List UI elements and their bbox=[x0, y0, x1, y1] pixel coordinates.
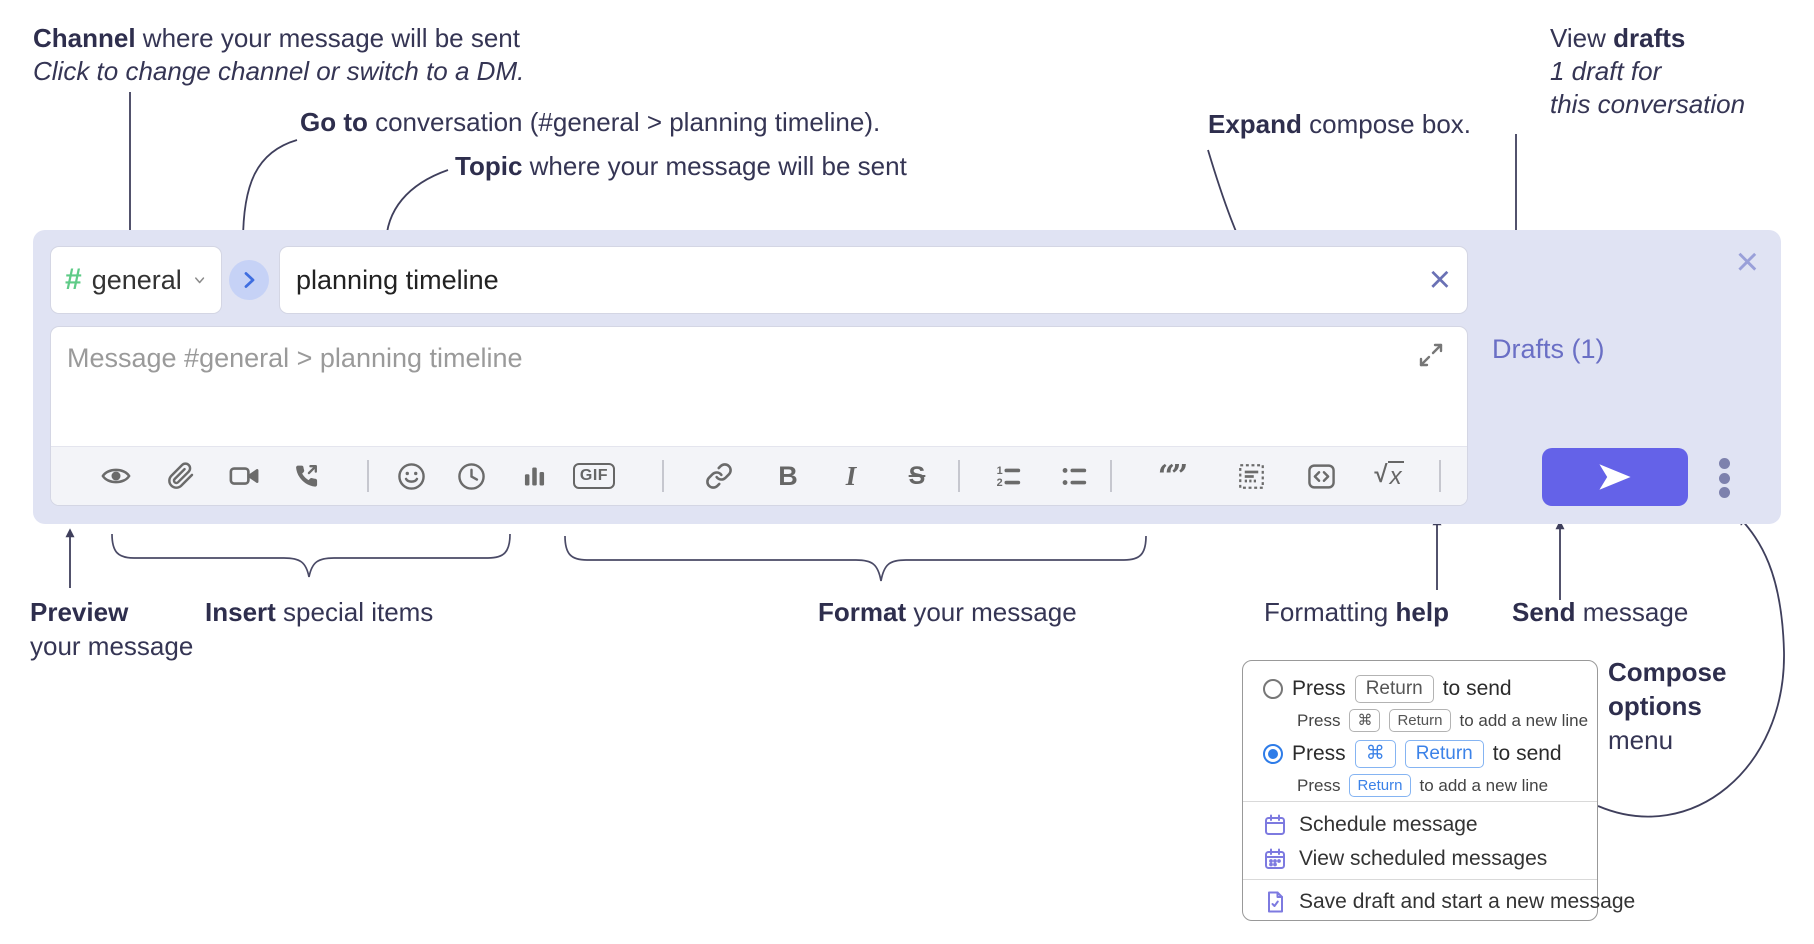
toolbar-divider bbox=[1439, 460, 1441, 492]
compose-box: # general planning timeline × × Drafts (… bbox=[33, 230, 1781, 524]
close-compose-icon[interactable]: × bbox=[1735, 240, 1759, 284]
toolbar-divider bbox=[367, 460, 369, 492]
math-icon[interactable]: √x bbox=[1374, 461, 1404, 490]
goto-conversation-button[interactable] bbox=[229, 260, 269, 300]
toolbar-divider bbox=[662, 460, 664, 492]
calendar-icon bbox=[1265, 814, 1285, 835]
compose-options-menu-icon[interactable] bbox=[1712, 458, 1736, 498]
spoiler-icon[interactable] bbox=[1229, 448, 1273, 504]
quote-icon[interactable]: “” bbox=[1157, 458, 1188, 494]
video-call-icon[interactable] bbox=[222, 448, 266, 504]
key-return: Return bbox=[1354, 675, 1434, 703]
menu-item-schedule-message[interactable]: Schedule message bbox=[1263, 813, 1478, 837]
annotation-preview: Preview bbox=[30, 597, 129, 627]
message-box[interactable]: Message #general > planning timeline bbox=[50, 326, 1468, 506]
message-placeholder: Message #general > planning timeline bbox=[67, 343, 523, 373]
annotation-compose-options-line2: options bbox=[1608, 691, 1702, 721]
chevron-right-icon bbox=[244, 272, 255, 288]
voice-call-icon[interactable] bbox=[284, 448, 328, 504]
annotation-channel-line2: Click to change channel or switch to a D… bbox=[33, 56, 525, 86]
popup-divider bbox=[1243, 801, 1597, 802]
radio-selected[interactable] bbox=[1263, 744, 1283, 764]
expand-compose-icon[interactable] bbox=[1417, 341, 1445, 369]
option1-subtext: Press ⌘ Return to add a new line bbox=[1297, 709, 1588, 732]
message-formatting-help-icon[interactable]: ? bbox=[1459, 448, 1467, 504]
menu-item-save-draft[interactable]: Save draft and start a new message bbox=[1263, 890, 1635, 914]
radio-unselected[interactable] bbox=[1263, 679, 1283, 699]
arrow-goto bbox=[238, 139, 298, 245]
annotation-compose-options-line3: menu bbox=[1608, 725, 1674, 755]
annotation-channel: Channel where your message will be sent bbox=[33, 23, 520, 53]
annotation-expand: Expand compose box. bbox=[1208, 109, 1472, 139]
bold-icon[interactable]: B bbox=[778, 460, 798, 491]
bulleted-list-icon[interactable] bbox=[1051, 448, 1095, 504]
calendar-grid-icon bbox=[1265, 848, 1285, 869]
option-press-cmd-return-to-send[interactable]: Press ⌘ Return to send bbox=[1263, 740, 1562, 768]
annotation-goto: Go to conversation (#general > planning … bbox=[300, 107, 881, 137]
svg-text:1: 1 bbox=[996, 465, 1002, 477]
topic-value: planning timeline bbox=[296, 264, 499, 295]
annotation-send: Send message bbox=[1512, 597, 1689, 627]
drafts-link[interactable]: Drafts (1) bbox=[1492, 334, 1605, 364]
preview-icon[interactable] bbox=[94, 448, 138, 504]
brace-format bbox=[564, 535, 1147, 582]
send-plane-icon bbox=[1599, 464, 1631, 490]
annotation-preview-line2: your message bbox=[30, 631, 194, 661]
channel-name: general bbox=[91, 264, 182, 295]
code-icon[interactable] bbox=[1299, 448, 1343, 504]
annotation-insert: Insert special items bbox=[205, 597, 434, 627]
key-cmd: ⌘ bbox=[1349, 709, 1381, 732]
annotation-format: Format your message bbox=[818, 597, 1077, 627]
toolbar-divider bbox=[958, 460, 960, 492]
link-icon[interactable] bbox=[697, 448, 741, 504]
option-press-return-to-send[interactable]: Press Return to send bbox=[1263, 675, 1512, 703]
annotation-formatting-help: Formatting help bbox=[1264, 597, 1449, 627]
strikethrough-icon[interactable]: S bbox=[908, 461, 926, 490]
channel-selector[interactable]: # general bbox=[50, 246, 222, 314]
compose-options-popup: Press Return to send Press ⌘ Return to a… bbox=[1242, 660, 1635, 921]
key-return: Return bbox=[1404, 740, 1484, 768]
annotation-topic: Topic where your message will be sent bbox=[455, 151, 907, 181]
key-cmd: ⌘ bbox=[1354, 740, 1396, 768]
option2-subtext: Press Return to add a new line bbox=[1297, 774, 1548, 797]
popup-divider bbox=[1243, 879, 1597, 880]
attach-file-icon[interactable] bbox=[159, 448, 203, 504]
channel-hash-icon: # bbox=[65, 263, 82, 296]
send-button[interactable] bbox=[1542, 448, 1688, 506]
annotation-view-drafts: View drafts bbox=[1550, 23, 1686, 53]
key-return: Return bbox=[1389, 709, 1451, 732]
global-time-icon[interactable] bbox=[449, 448, 493, 504]
annotation-compose-options: Compose bbox=[1608, 657, 1727, 687]
menu-item-view-scheduled-messages[interactable]: View scheduled messages bbox=[1263, 847, 1547, 871]
gif-icon[interactable]: GIF bbox=[566, 448, 622, 504]
topic-input[interactable]: planning timeline × bbox=[279, 246, 1468, 314]
poll-icon[interactable] bbox=[512, 448, 556, 504]
brace-insert bbox=[111, 533, 511, 578]
key-return: Return bbox=[1349, 774, 1411, 797]
emoji-icon[interactable] bbox=[389, 448, 433, 504]
chevron-down-icon bbox=[194, 277, 204, 284]
toolbar-divider bbox=[1110, 460, 1112, 492]
italic-icon[interactable]: I bbox=[845, 460, 857, 491]
annotation-view-drafts-line2: 1 draft for bbox=[1550, 56, 1662, 86]
clear-topic-icon[interactable]: × bbox=[1428, 259, 1451, 301]
draft-document-icon bbox=[1268, 891, 1283, 913]
svg-text:2: 2 bbox=[996, 477, 1002, 489]
annotation-view-drafts-line3: this conversation bbox=[1550, 89, 1746, 119]
